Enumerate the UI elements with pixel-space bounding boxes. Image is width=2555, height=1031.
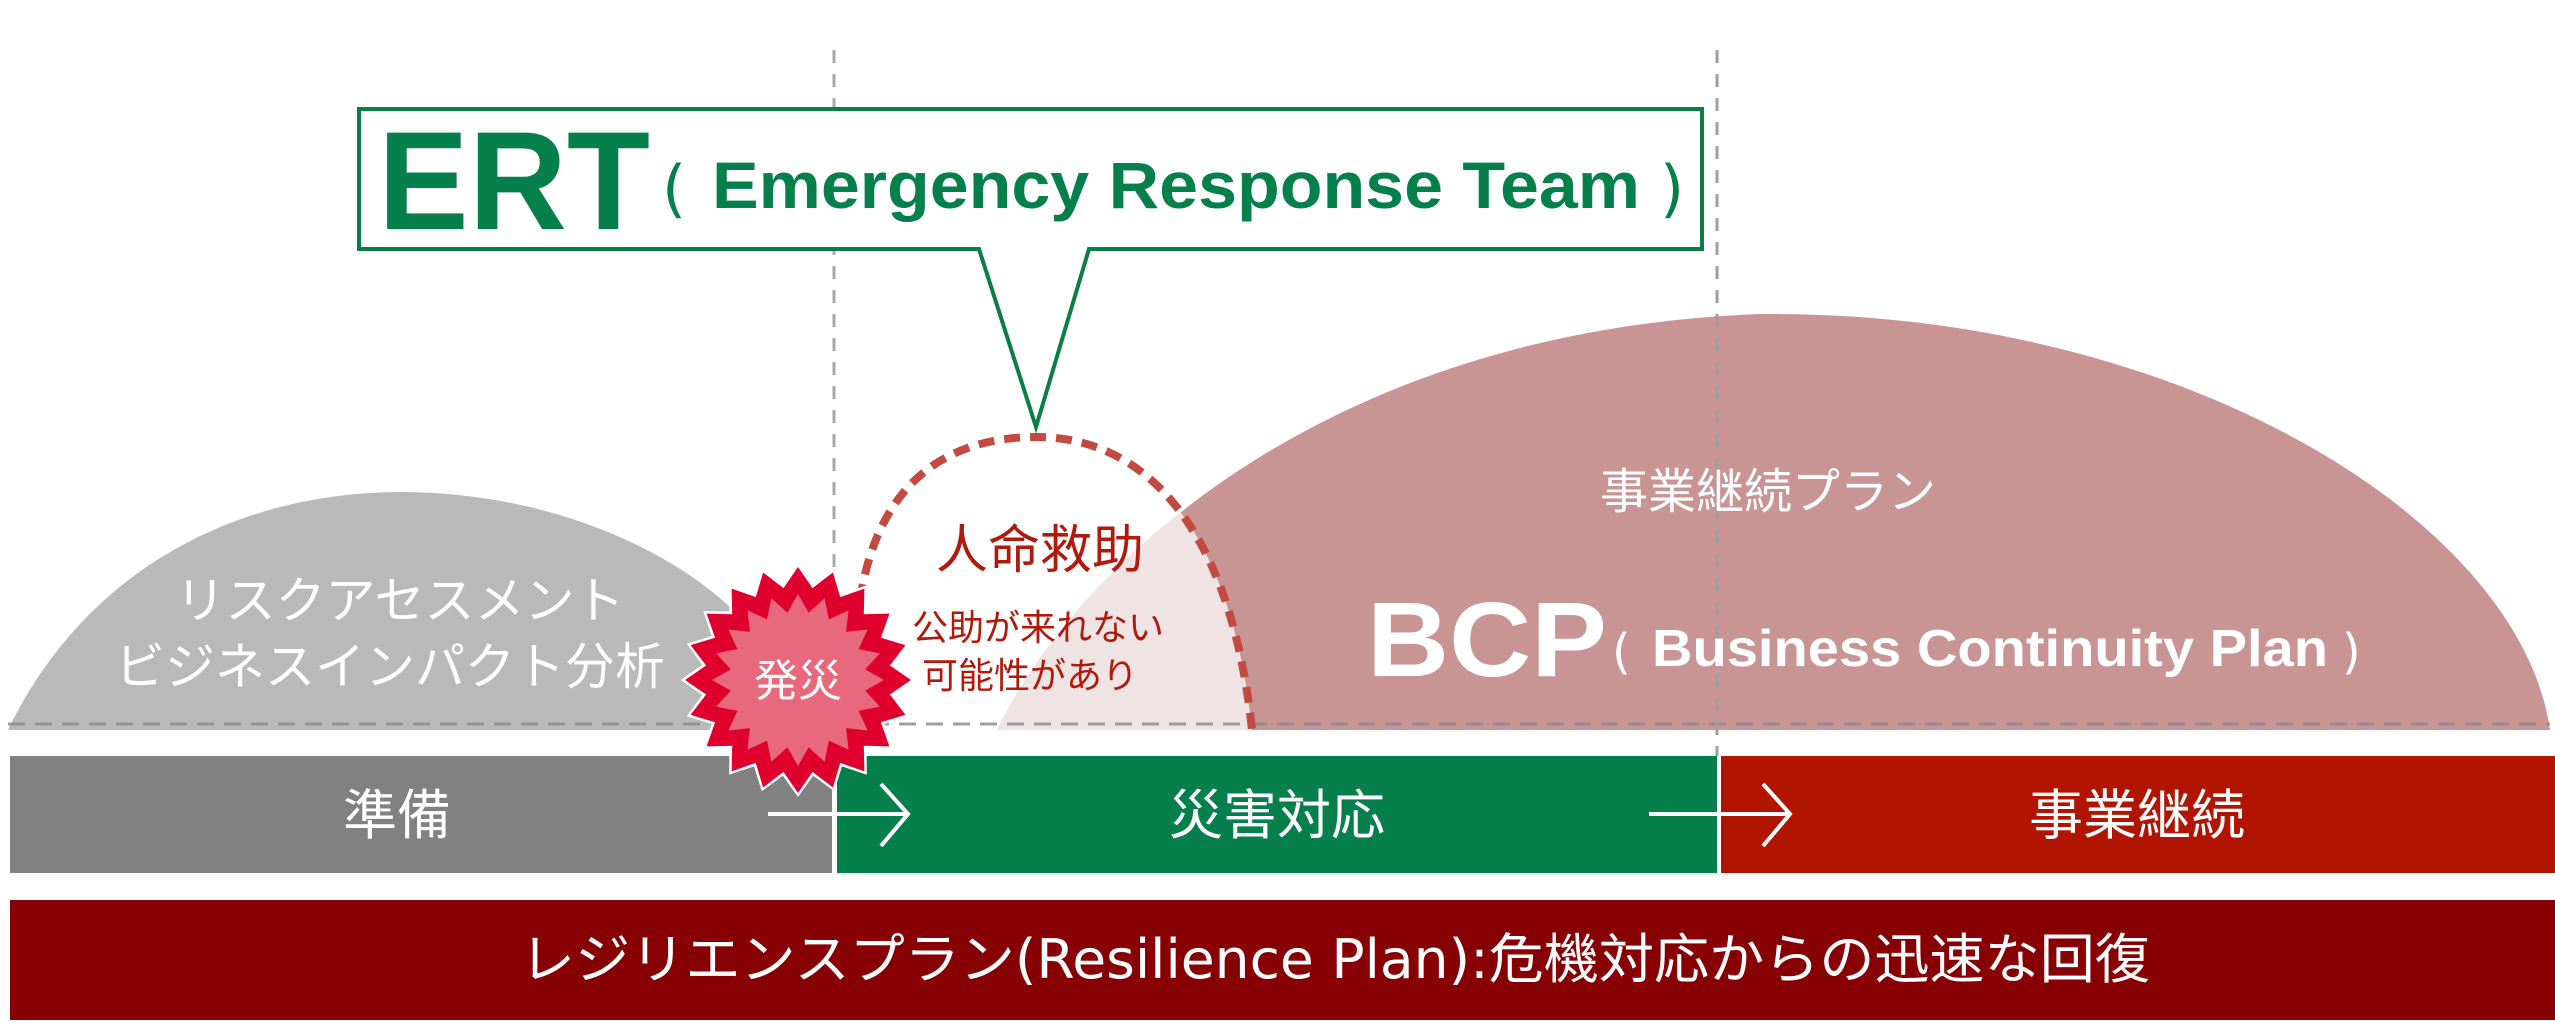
rescue-dotted-arc <box>856 432 1256 731</box>
rescue-note-line1: 公助が来れない <box>912 608 1164 649</box>
disaster-starburst-icon <box>681 563 915 797</box>
bar-preparation-label: 準備 <box>343 784 451 847</box>
bcp-acronym: BCP <box>1367 581 1607 699</box>
disaster-label: 発災 <box>754 656 842 707</box>
bcp-dome <box>997 313 2550 730</box>
preparation-dome-line1: リスクアセスメント <box>176 572 625 630</box>
resilience-plan-bar <box>10 900 2555 1020</box>
bcp-paren-close: ) <box>2342 624 2361 680</box>
bcp-full-name: Business Continuity Plan <box>1652 620 2328 678</box>
bar-continuity-label: 事業継続 <box>2029 784 2245 847</box>
preparation-dome <box>8 492 760 730</box>
ert-full-name: Emergency Response Team <box>712 148 1640 222</box>
ert-acronym: ERT <box>378 102 650 259</box>
preparation-dome-line2: ビジネスインパクト分析 <box>115 638 665 696</box>
rescue-title: 人命救助 <box>936 521 1144 581</box>
bar-continuity <box>1721 756 2555 873</box>
bar-response <box>837 756 1717 873</box>
ert-callout-bubble <box>357 107 1704 434</box>
rescue-note-line2: 可能性があり <box>922 656 1138 697</box>
bar-preparation <box>10 756 832 873</box>
ert-paren-close: ) <box>1660 152 1684 225</box>
resilience-plan-label: レジリエンスプラン(Resilience Plan):危機対応からの迅速な回復 <box>520 928 2150 991</box>
bcp-paren-open: ( <box>1612 624 1631 680</box>
ert-paren-open: ( <box>662 152 686 225</box>
bar-response-label: 災害対応 <box>1169 784 1385 847</box>
bcp-subtitle: 事業継続プラン <box>1600 464 1936 520</box>
arrow-right-icon <box>768 782 911 848</box>
arrow-right-icon <box>1649 782 1793 848</box>
